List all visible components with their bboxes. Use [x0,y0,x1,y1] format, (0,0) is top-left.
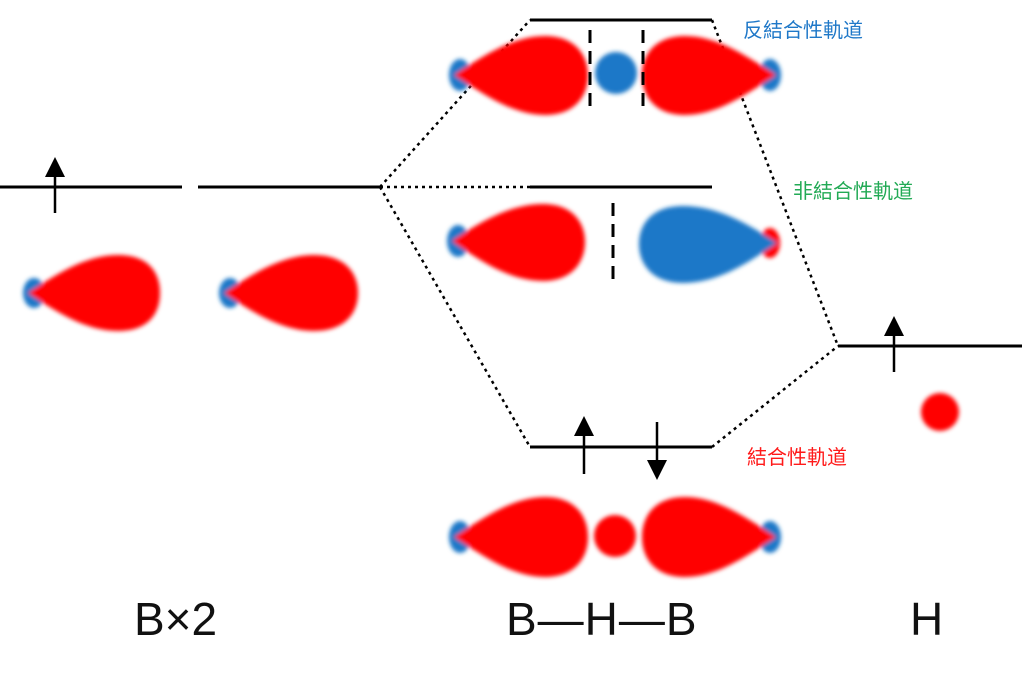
antibonding-orbital-shape [449,36,781,115]
nonbonding-orbital-shape [447,204,780,283]
nonbonding-label: 非結合性軌道 [793,179,913,203]
boron-pair-label: B×2 [134,593,218,645]
antibonding-label: 反結合性軌道 [743,18,863,42]
bonding-orbital-shape [449,497,781,577]
boron-orbital-1 [23,255,160,331]
boron-orbital-2 [219,255,358,331]
bhb-label: B—H—B [506,593,698,645]
hydrogen-label: H [910,593,944,645]
hydrogen-s-orbital [921,393,959,431]
bonding-label: 結合性軌道 [747,445,847,469]
